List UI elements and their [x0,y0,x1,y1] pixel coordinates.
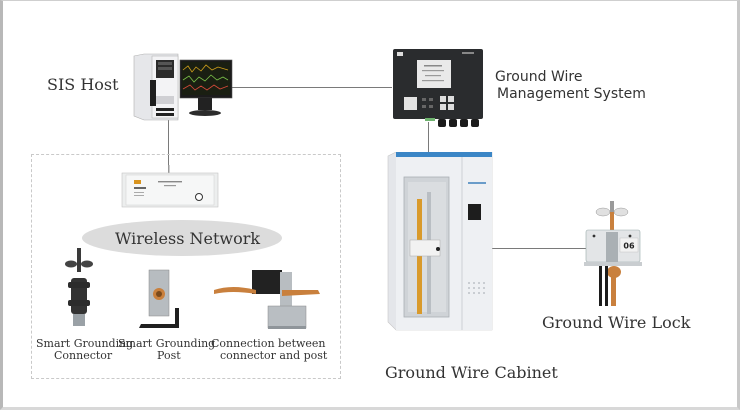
smart-grounding-post-icon [139,269,179,328]
post-label-line1: Smart Grounding [118,337,216,350]
lock-label: Ground Wire Lock [542,313,691,332]
wireless-network-cloud [82,220,282,256]
connection-label-line1: Connection between [211,337,326,350]
edge-host-to-basestation [168,120,169,170]
connector-post-assembly-icon [214,270,320,329]
ground-wire-lock-icon: 06 [584,201,642,306]
connector-label-line2: Connector [54,349,113,362]
connection-label-line2: connector and post [220,349,328,362]
wireless-group-boundary [31,154,341,379]
gwms-controller-icon [393,49,483,127]
sis-host-label: SIS Host [47,75,119,94]
wireless-base-station-icon [121,165,219,208]
edge-gwms-to-cabinet [428,122,429,154]
sis-host-computer-icon [133,53,233,121]
ground-wire-cabinet-icon [387,152,493,331]
connector-label-line1: Smart Grounding [36,337,134,350]
gwms-label-line2: Management System [497,86,646,102]
smart-grounding-connector-icon [65,248,93,326]
wireless-network-label: Wireless Network [115,229,261,248]
post-label-line2: Post [157,349,181,362]
edge-cabinet-to-lock [437,248,589,249]
cabinet-label: Ground Wire Cabinet [385,363,558,382]
lock-tag-number: 06 [623,242,635,251]
edge-host-to-gwms [232,87,392,88]
gwms-label-line1: Ground Wire [495,69,583,85]
